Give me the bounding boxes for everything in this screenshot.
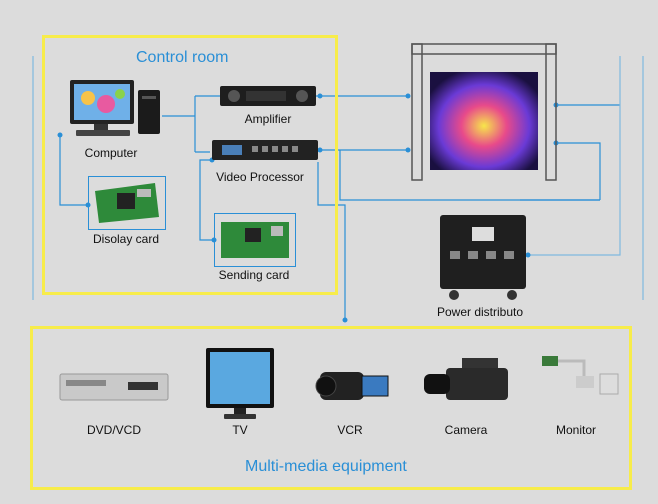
computer-label: Computer bbox=[84, 146, 138, 160]
amplifier-label: Amplifier bbox=[244, 112, 292, 126]
control-room-frame bbox=[42, 35, 338, 295]
camcorder-icon bbox=[312, 362, 392, 417]
sending-card-icon bbox=[214, 213, 296, 267]
dvd-player-icon bbox=[58, 366, 170, 411]
device-label-monitor: Monitor bbox=[555, 423, 597, 437]
display-card-label: Disolay card bbox=[92, 232, 160, 246]
control-room-title: Control room bbox=[136, 49, 229, 66]
tv-icon bbox=[204, 346, 276, 427]
device-label-vcr: VCR bbox=[337, 423, 363, 437]
power-distributor-icon bbox=[438, 213, 528, 306]
sending-card-label: Sending card bbox=[218, 268, 290, 282]
device-label-camera: Camera bbox=[444, 423, 488, 437]
multimedia-title: Multi-media equipment bbox=[245, 458, 407, 475]
computer-icon bbox=[66, 78, 162, 145]
device-label-dvd: DVD/VCD bbox=[86, 423, 142, 437]
video-camera-icon bbox=[422, 354, 518, 419]
video-processor-label: Video Processor bbox=[216, 170, 304, 184]
led-screen-icon bbox=[410, 42, 558, 187]
display-card-icon bbox=[88, 176, 166, 230]
multimedia-frame bbox=[30, 326, 632, 490]
security-camera-icon bbox=[540, 352, 620, 407]
power-distributor-label: Power distributo bbox=[436, 305, 524, 319]
amplifier-icon bbox=[220, 84, 316, 113]
video-processor-icon bbox=[212, 138, 318, 167]
device-label-tv: TV bbox=[232, 423, 248, 437]
